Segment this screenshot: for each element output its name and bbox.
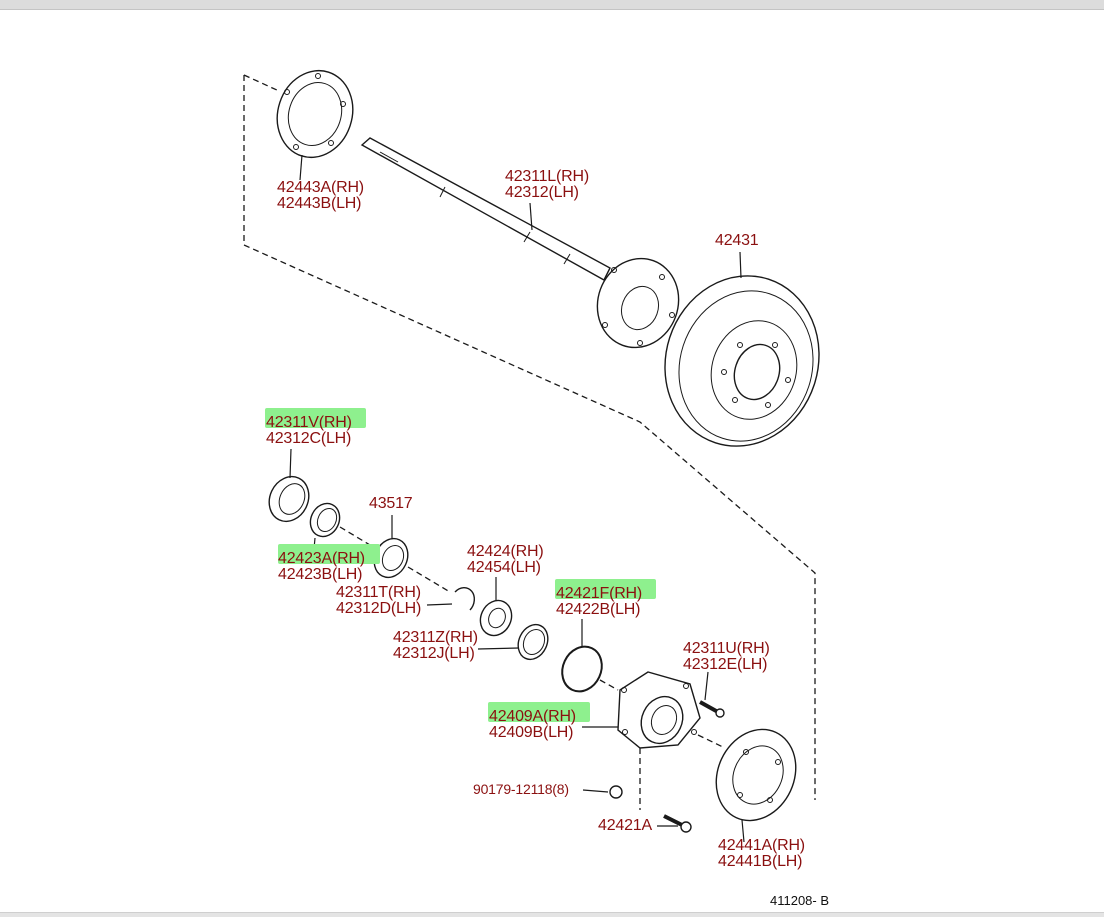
label-42311L: 42311L(RH)42312(LH): [505, 168, 589, 201]
bearing-43517-drawing: [373, 515, 451, 593]
label-42423A: 42423A(RH)42423B(LH): [278, 550, 365, 583]
diagram-reference-code: 411208- B: [770, 893, 830, 908]
highlight-42409A: [488, 702, 590, 722]
gasket-42443-drawing: [276, 69, 354, 181]
axle-shaft-drawing: [360, 137, 680, 349]
label-42441: 42441A(RH)42441B(LH): [718, 837, 805, 870]
label-42431: 42431: [715, 232, 759, 249]
label-42409A: 42409A(RH)42409B(LH): [489, 708, 576, 741]
washer-42311Z-drawing: [477, 623, 549, 661]
label-42311Z: 42311Z(RH)42312J(LH): [393, 629, 478, 662]
highlight-42423A: [278, 544, 380, 564]
viewer-top-bar: [0, 0, 1104, 10]
nut-90179-drawing: [582, 785, 623, 799]
label-43517: 43517: [369, 495, 413, 512]
snap-ring-42311T-drawing: [426, 587, 476, 611]
o-ring-42421F-drawing: [561, 619, 619, 693]
viewer-bottom-bar: [0, 912, 1104, 917]
highlight-42311V: [265, 408, 366, 428]
spacer-42424-drawing: [479, 577, 513, 637]
hub-bearing-42409A-drawing: [582, 671, 726, 810]
label-42311V: 42311V(RH)42312C(LH): [266, 414, 352, 447]
backing-plate-42441-drawing: [715, 728, 797, 843]
stud-42421A-drawing: [657, 814, 692, 833]
label-90179: 90179-12118(8): [473, 781, 569, 797]
label-42421A: 42421A: [598, 817, 652, 834]
brake-disc-42431-drawing: [664, 251, 820, 447]
retainer-42423A-drawing: [309, 502, 376, 561]
label-42424: 42424(RH)42454(LH): [467, 543, 544, 576]
hub-bolt-42311U-drawing: [699, 671, 725, 718]
label-42443: 42443A(RH)42443B(LH): [277, 179, 364, 212]
oil-seal-42311V-drawing: [268, 448, 310, 523]
assembly-outline: [243, 74, 816, 800]
label-42311T: 42311T(RH)42312D(LH): [336, 584, 422, 617]
highlight-42421F: [555, 579, 656, 599]
label-42421F: 42421F(RH)42422B(LH): [556, 585, 643, 618]
label-42311U: 42311U(RH)42312E(LH): [683, 640, 770, 673]
